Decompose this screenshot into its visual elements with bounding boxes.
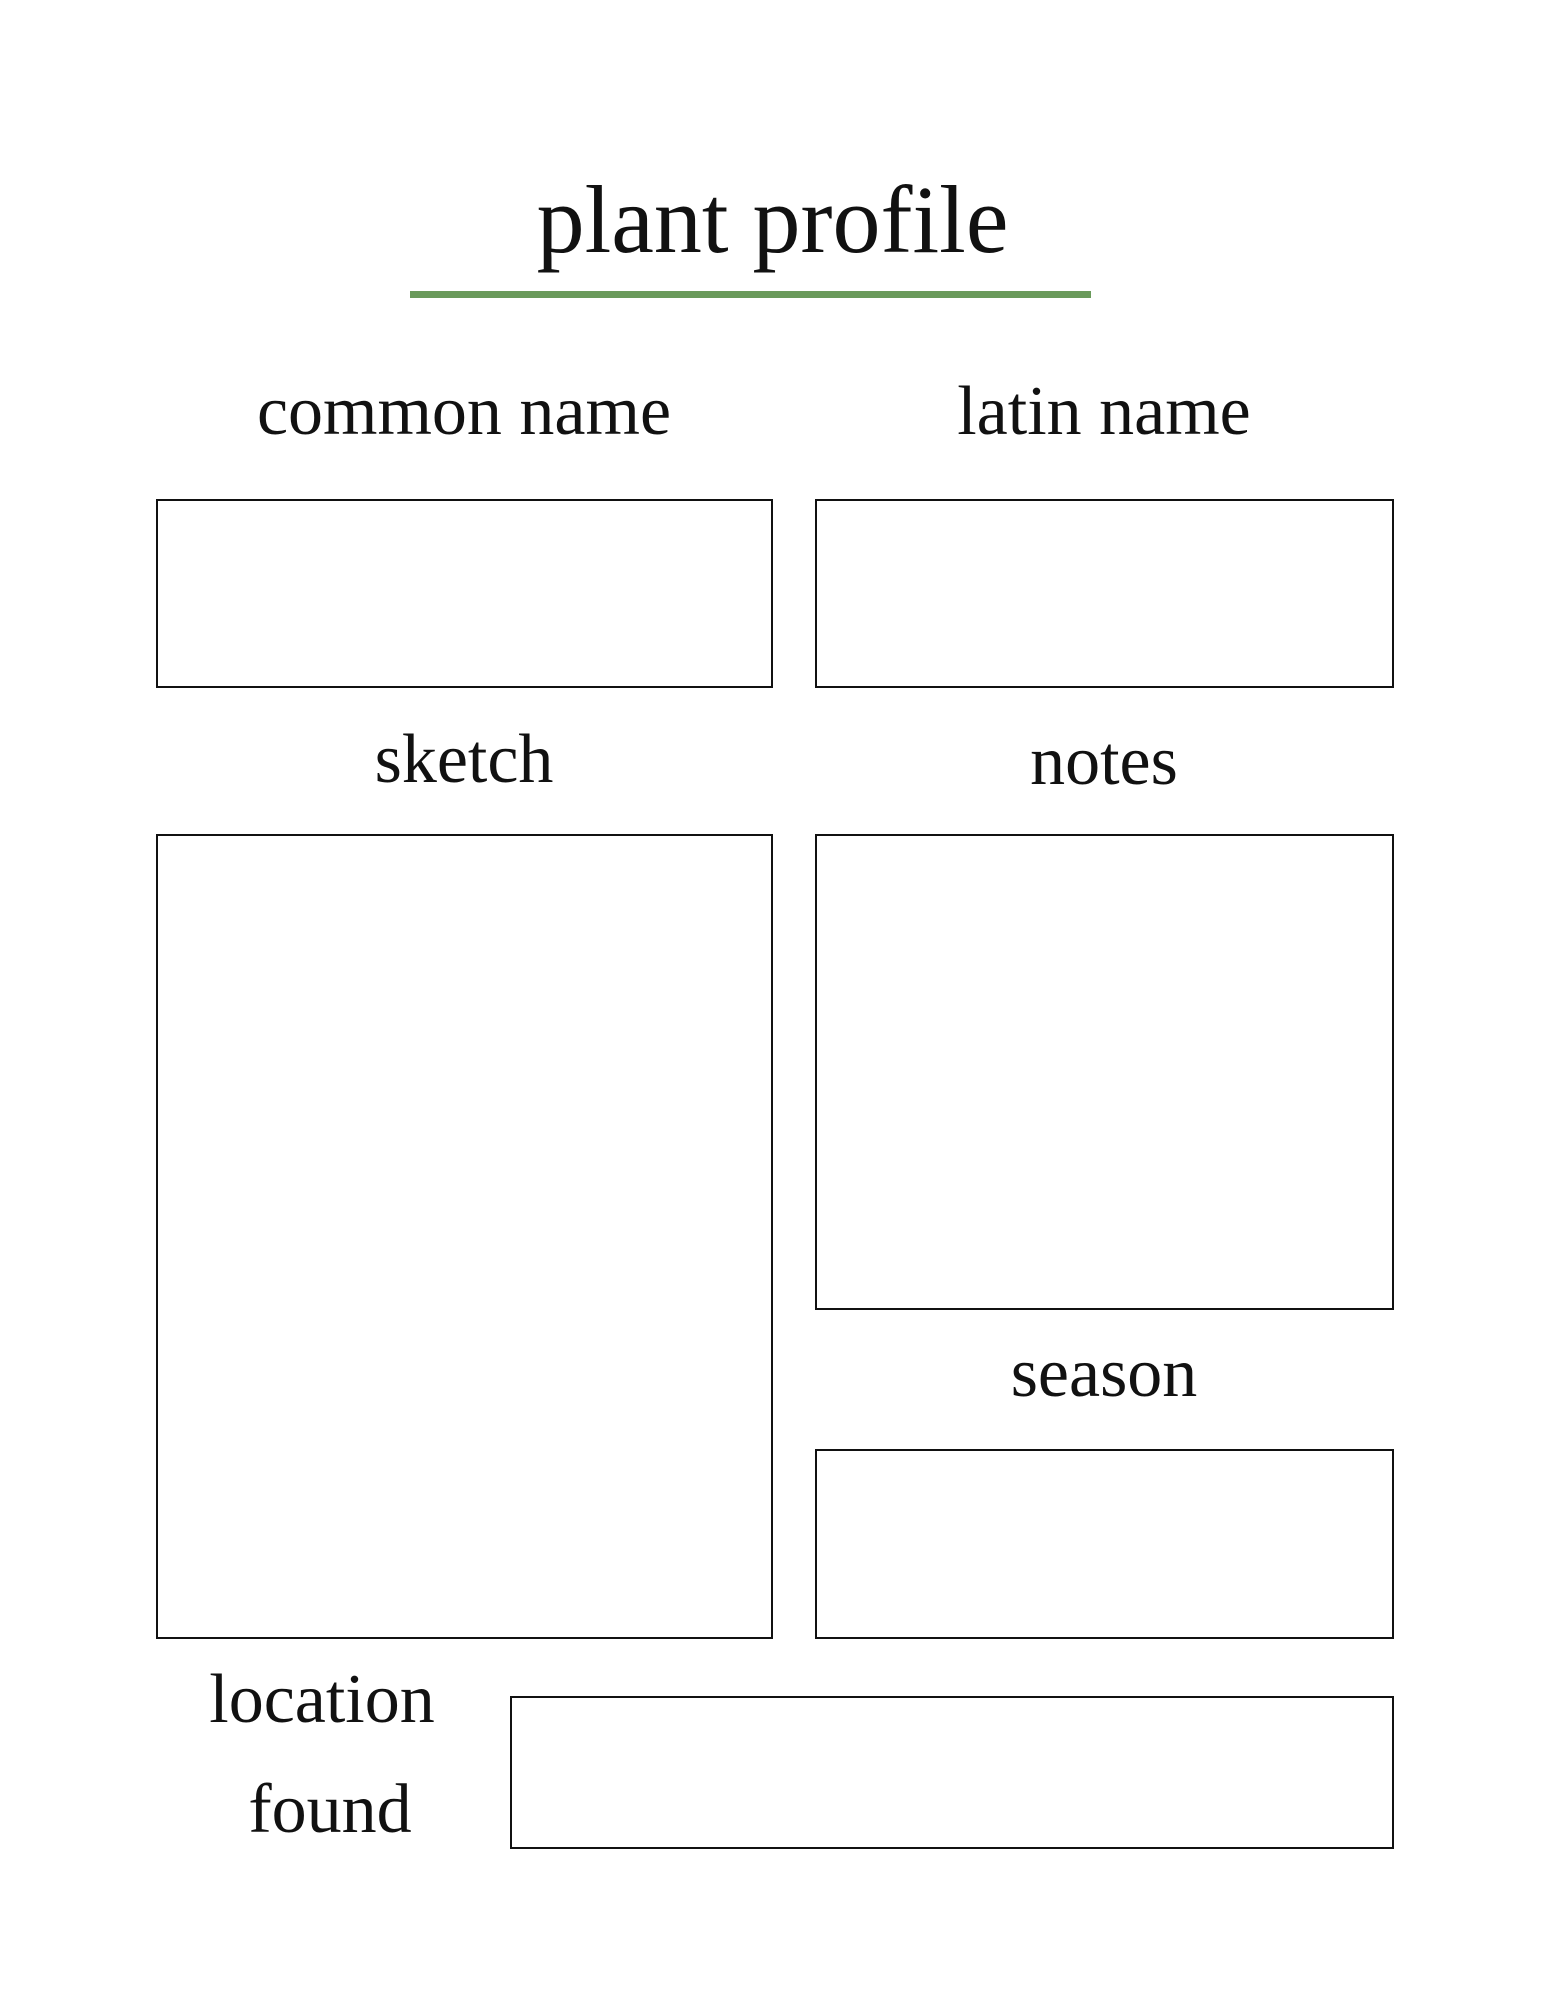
title-underline — [410, 291, 1091, 298]
season-field[interactable] — [815, 1449, 1394, 1639]
location-label-line1: location — [209, 1661, 435, 1738]
latin-name-field[interactable] — [815, 499, 1394, 688]
page-title: plant profile — [536, 166, 1009, 273]
location-found-field[interactable] — [510, 1696, 1394, 1849]
sketch-area[interactable] — [156, 834, 773, 1639]
common-name-label: common name — [256, 373, 672, 450]
latin-name-label: latin name — [957, 373, 1251, 450]
location-label-line2: found — [248, 1771, 412, 1848]
season-label: season — [1010, 1335, 1198, 1412]
notes-field[interactable] — [815, 834, 1394, 1310]
sketch-label: sketch — [374, 721, 554, 798]
notes-label: notes — [1030, 723, 1178, 800]
common-name-field[interactable] — [156, 499, 773, 688]
